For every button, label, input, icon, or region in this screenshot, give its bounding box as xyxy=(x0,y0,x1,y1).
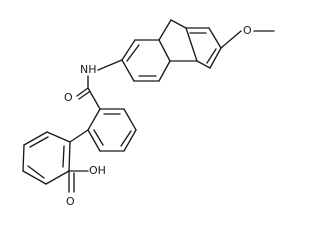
methoxy-oxygen-label: O xyxy=(243,24,252,37)
amide-group xyxy=(76,59,123,110)
biphenyl-bond xyxy=(69,129,89,143)
amide-oxygen-label: O xyxy=(64,91,73,104)
chemical-structure: NH O O OH O xyxy=(22,19,275,208)
carboxylic-acid-group xyxy=(68,170,89,193)
methoxy-group xyxy=(220,30,275,49)
nh-label: NH xyxy=(80,63,97,76)
fluorene-ring-system xyxy=(121,19,222,82)
acid-hydroxyl-label: OH xyxy=(89,164,106,177)
acid-carbonyl-oxygen-label: O xyxy=(66,195,75,208)
lower-benzene-ring xyxy=(22,131,71,185)
upper-benzene-ring xyxy=(87,108,137,152)
